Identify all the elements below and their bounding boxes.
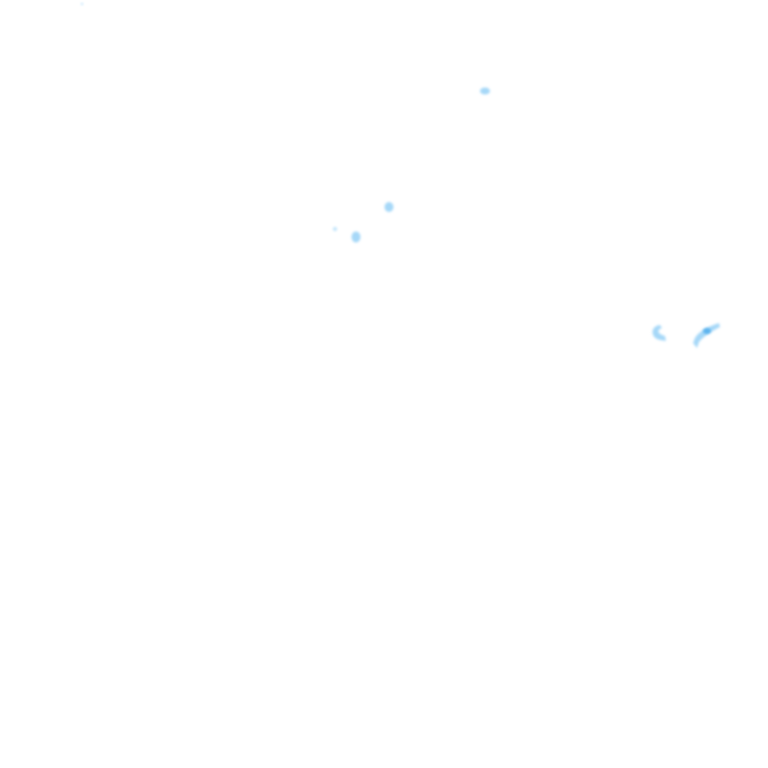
precip-speck-center — [333, 227, 337, 231]
precip-cell-east-band — [693, 323, 720, 348]
precip-cell-north — [480, 87, 490, 95]
precip-cell-east-arc — [652, 325, 666, 341]
precip-cell-center-b — [351, 231, 361, 243]
precip-speck-top-left — [80, 2, 84, 6]
precip-cell-center-a — [384, 202, 394, 212]
